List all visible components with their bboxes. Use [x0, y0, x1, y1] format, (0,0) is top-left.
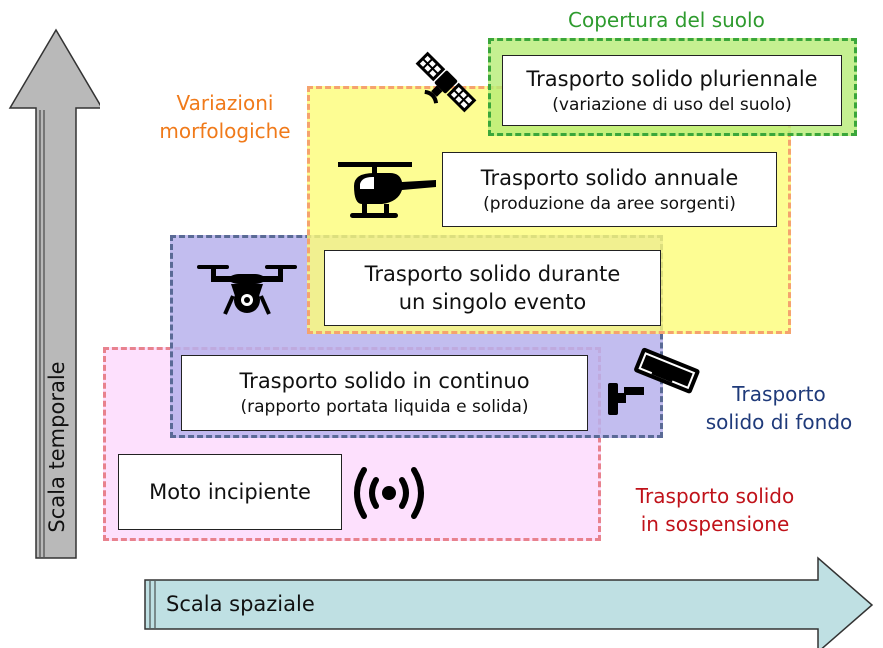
suspension-label-line2: in sospensione: [640, 512, 790, 536]
morphology-label-line2: morfologiche: [159, 119, 291, 143]
box-event-subtitle: un singolo evento: [398, 290, 587, 314]
box-multiannual: Trasporto solido pluriennale (variazione…: [502, 55, 842, 126]
bedload-label: Trasporto solido di fondo: [684, 380, 874, 436]
time-scale-arrow: [8, 28, 100, 559]
box-multiannual-title: Trasporto solido pluriennale: [526, 66, 818, 91]
box-continuous-subtitle: (rapporto portata liquida e solida): [240, 397, 529, 417]
box-annual: Trasporto solido annuale (produzione da …: [442, 152, 777, 227]
suspension-label: Trasporto solido in sospensione: [610, 482, 820, 538]
suspension-label-line1: Trasporto solido: [635, 484, 795, 508]
box-continuous: Trasporto solido in continuo (rapporto p…: [181, 355, 588, 431]
box-annual-subtitle: (produzione da aree sorgenti): [483, 193, 736, 214]
helicopter-icon: [338, 162, 436, 218]
bedload-label-line2: solido di fondo: [705, 410, 853, 434]
box-incipient: Moto incipiente: [118, 454, 342, 530]
box-incipient-title: Moto incipiente: [149, 480, 311, 504]
sensor-signal-icon: [354, 467, 424, 519]
box-event-title: Trasporto solido durante: [364, 262, 621, 286]
satellite-icon: [415, 51, 477, 113]
morphology-label-line1: Variazioni: [176, 91, 274, 115]
box-continuous-title: Trasporto solido in continuo: [239, 369, 530, 393]
space-scale-arrow: [144, 556, 874, 648]
morphology-label: Variazioni morfologiche: [135, 89, 315, 145]
box-multiannual-subtitle: (variazione di uso del suolo): [552, 94, 792, 115]
box-event: Trasporto solido durante un singolo even…: [324, 250, 661, 326]
box-annual-title: Trasporto solido annuale: [480, 165, 739, 190]
camera-icon: [608, 347, 700, 415]
drone-icon: [197, 265, 297, 315]
bedload-label-line1: Trasporto: [732, 382, 826, 406]
space-scale-label: Scala spaziale: [166, 592, 315, 616]
time-scale-label: Scala temporale: [45, 361, 69, 533]
land-cover-label: Copertura del suolo: [568, 8, 765, 32]
